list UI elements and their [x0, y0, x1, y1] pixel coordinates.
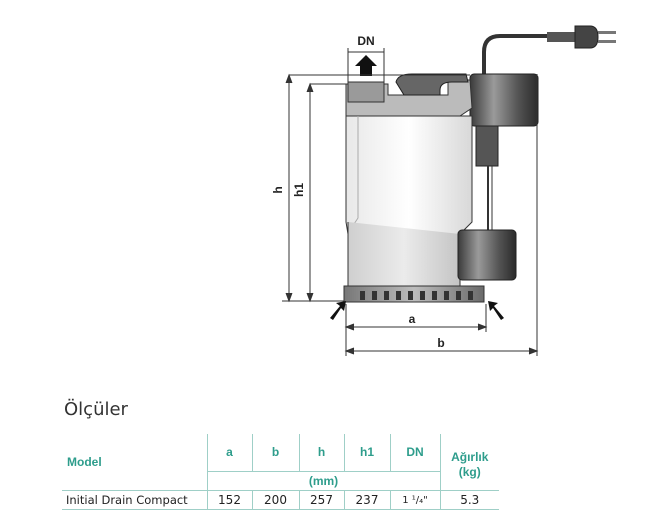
h-label: h — [271, 186, 285, 193]
a-dimension — [344, 304, 488, 356]
h1-cell: 237 — [343, 490, 390, 510]
pump-dimension-drawing: DN h h1 a b — [271, 25, 616, 356]
model-cell: Initial Drain Compact — [62, 490, 207, 510]
b-label: b — [437, 336, 444, 350]
h-cell: 257 — [298, 490, 344, 510]
table-header-row: Model a b h h1 DN Ağırlık (kg) — [62, 434, 499, 491]
outlet-connector — [347, 81, 385, 103]
motor-housing — [469, 73, 539, 127]
b-cell: 200 — [251, 490, 299, 510]
right-corner-arrow — [488, 301, 504, 320]
dn-label: DN — [357, 34, 374, 48]
base-intake-slots — [360, 291, 473, 300]
model-header: Model — [67, 455, 102, 469]
a-cell: 152 — [206, 490, 252, 510]
dn-cell: 1 ¹/₄" — [389, 490, 440, 510]
h1-header: h1 — [343, 434, 390, 472]
b-header: b — [251, 434, 299, 472]
h1-dimension — [306, 82, 346, 303]
left-corner-arrow — [330, 301, 346, 320]
h-dimension — [282, 73, 470, 303]
b-dimension — [344, 74, 539, 356]
power-cable — [482, 25, 616, 74]
table-row: Initial Drain Compact 152 200 257 237 1 … — [62, 490, 499, 510]
weight-header: Ağırlık (kg) — [439, 434, 499, 491]
dn-header: DN — [389, 434, 440, 472]
a-label: a — [409, 312, 416, 326]
a-header: a — [206, 434, 252, 472]
h1-label: h1 — [292, 183, 306, 197]
float-switch — [457, 229, 517, 281]
unit-label: (mm) — [206, 470, 440, 492]
h-header: h — [298, 434, 344, 472]
dn-arrow — [347, 48, 385, 84]
section-title: Ölçüler — [64, 399, 128, 420]
weight-cell: 5.3 — [439, 490, 499, 510]
dimensions-table: Model a b h h1 DN Ağırlık (kg) (mm) Init… — [62, 434, 499, 510]
unit-row: (mm) — [62, 470, 499, 492]
